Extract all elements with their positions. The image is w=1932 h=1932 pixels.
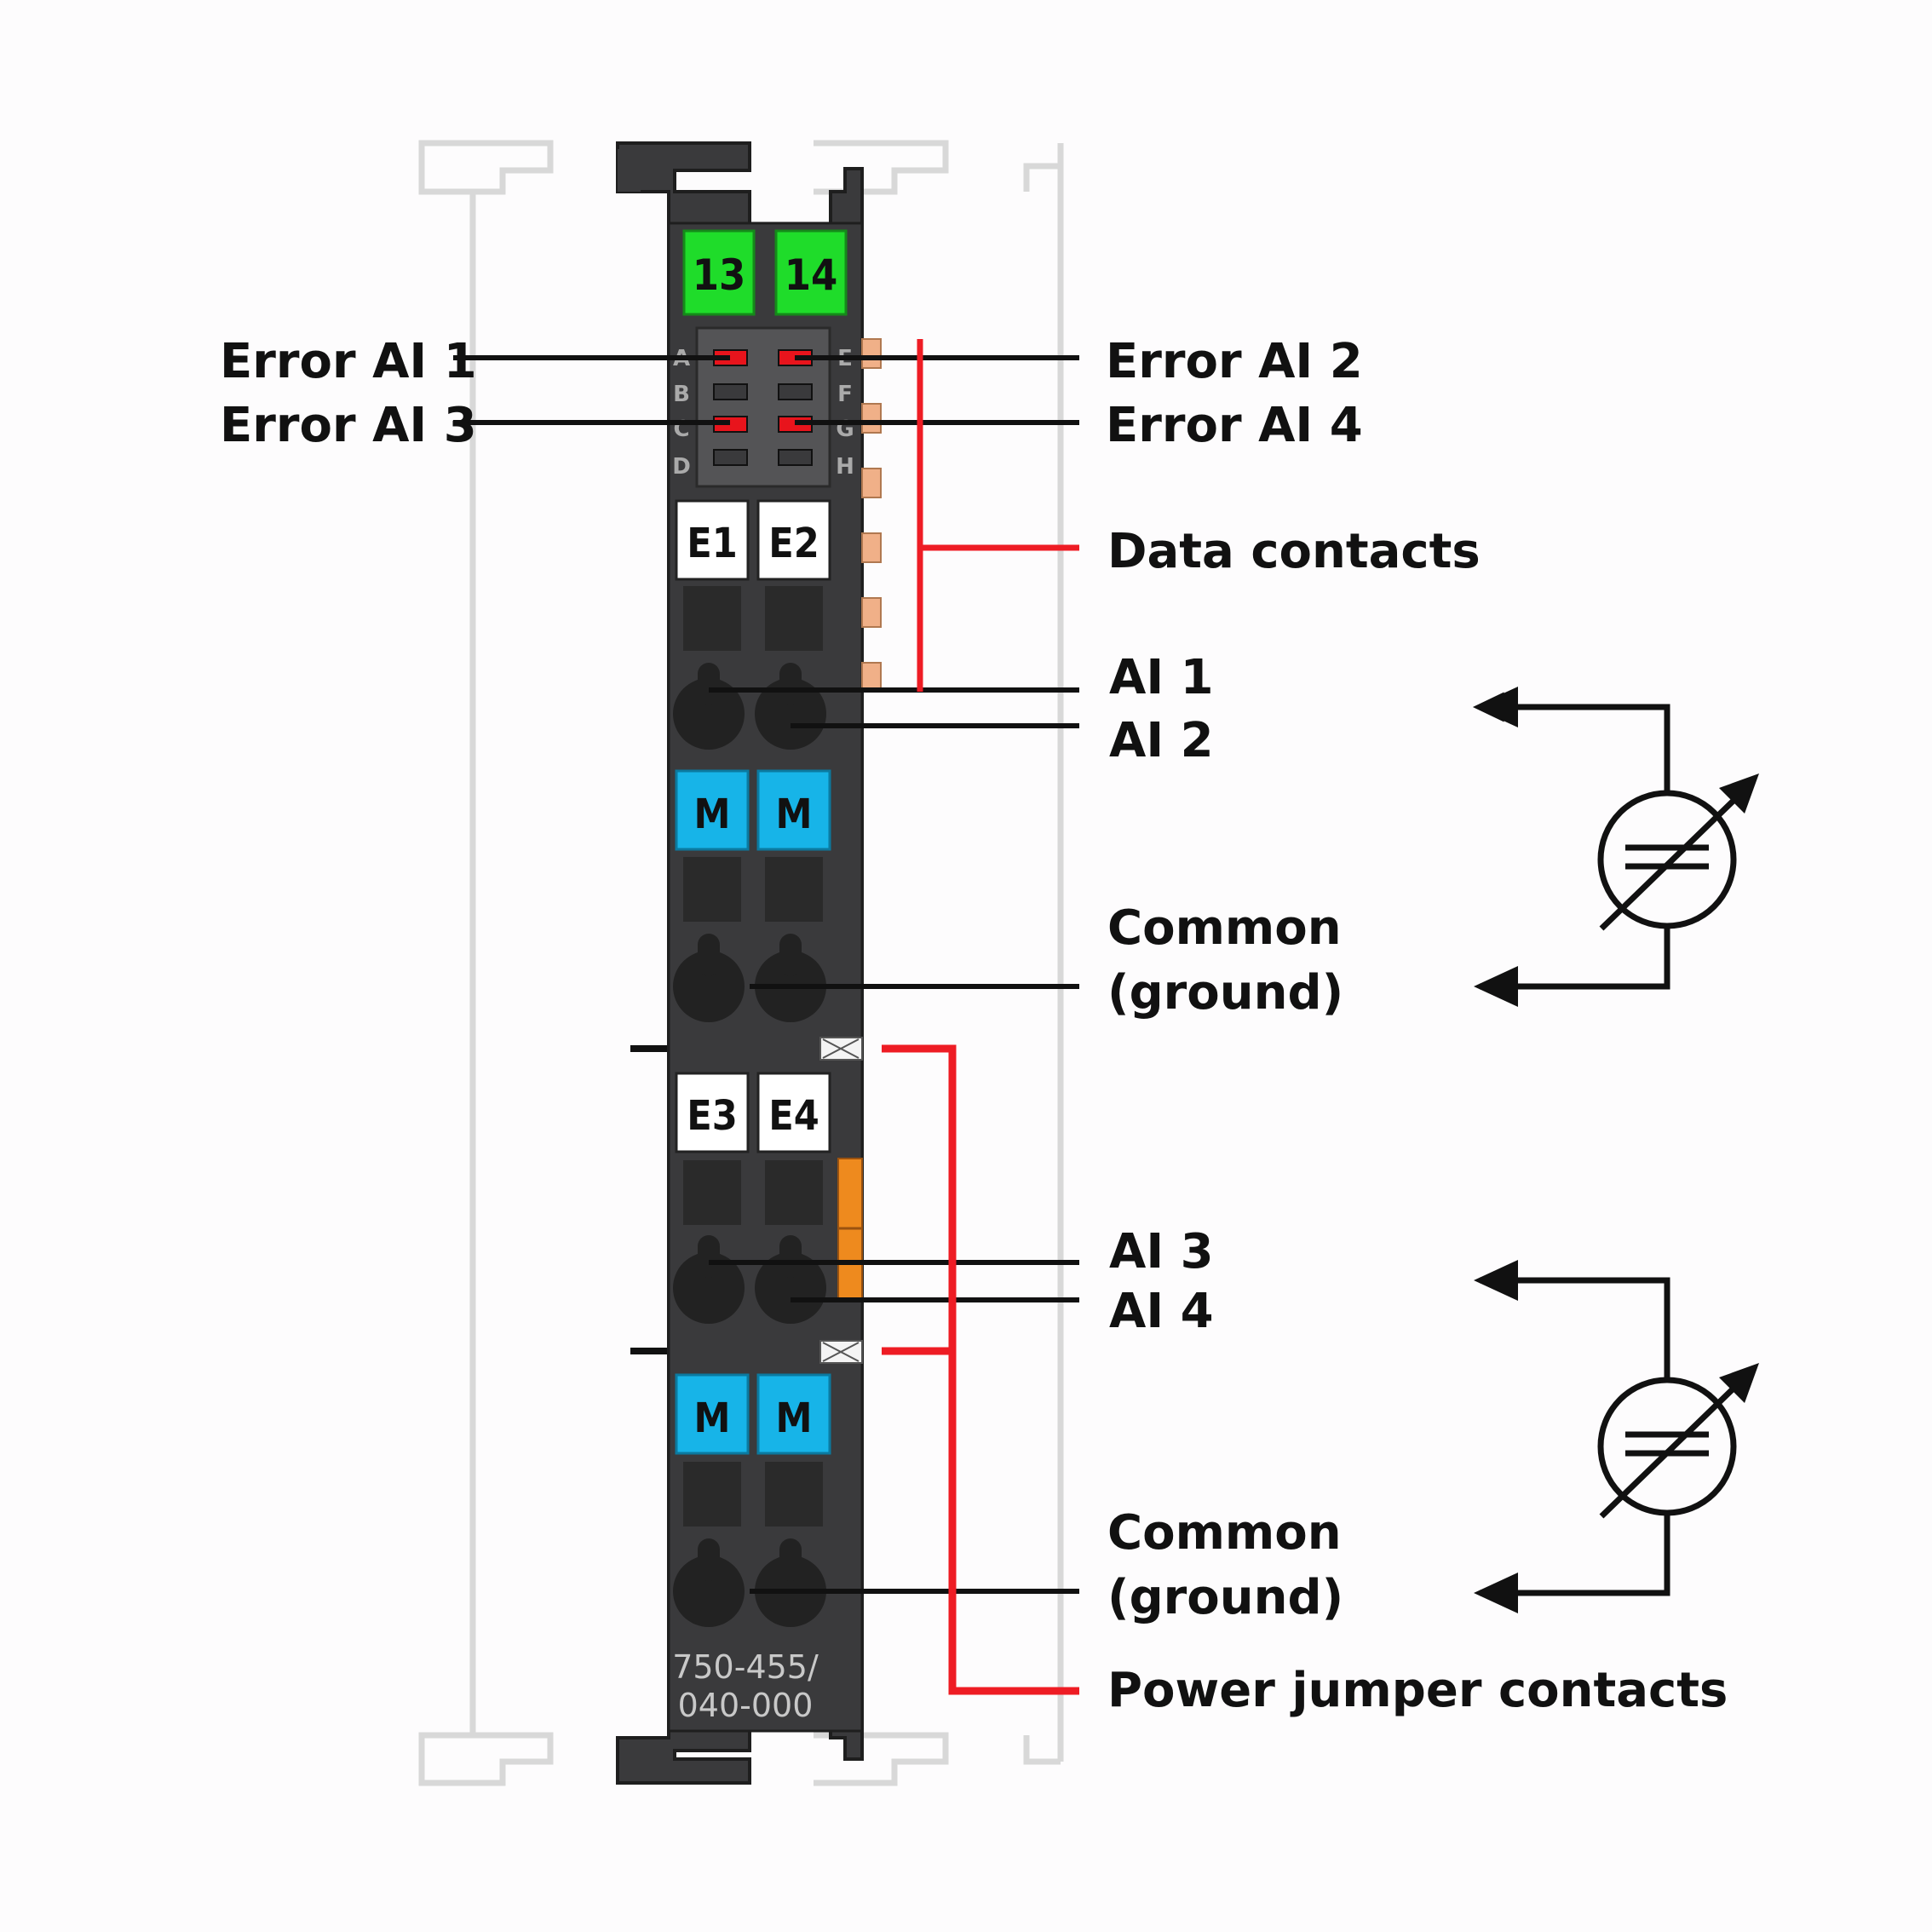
variable-capacitor-sensor-icon xyxy=(1474,1260,1759,1613)
terminal-tag-14: 14 xyxy=(785,250,838,300)
leader-lines xyxy=(453,355,1079,1594)
part-number-line2: 040-000 xyxy=(678,1687,814,1724)
label-common2-line1: Common xyxy=(1107,1505,1342,1561)
latches xyxy=(630,1037,863,1364)
tag-m2: M xyxy=(776,791,813,838)
tag-m1: M xyxy=(694,791,731,838)
callout-labels: Error AI 1 Error AI 3 Error AI 2 Error A… xyxy=(220,334,1728,1718)
label-common2-line2: (ground) xyxy=(1107,1570,1343,1625)
label-power-jumper-contacts: Power jumper contacts xyxy=(1107,1663,1728,1718)
channel-group-upper: E1 E2 xyxy=(673,499,831,750)
tag-e1: E1 xyxy=(687,520,738,567)
led-b xyxy=(713,383,748,400)
label-ai2: AI 2 xyxy=(1109,713,1214,768)
variable-capacitor-sensor-icon xyxy=(1472,687,1759,1007)
led-f xyxy=(778,383,813,400)
part-number-line1: 750-455/ xyxy=(672,1648,819,1686)
label-data-contacts: Data contacts xyxy=(1107,524,1481,579)
channel-group-lower: E3 E4 xyxy=(673,1072,863,1324)
terminal-tag-13: 13 xyxy=(693,250,746,300)
tag-m3: M xyxy=(694,1394,731,1442)
data-contacts xyxy=(861,338,882,693)
led-letter-h: H xyxy=(836,454,854,480)
terminal-tags-top: 13 14 xyxy=(682,229,848,316)
label-error-ai1: Error AI 1 xyxy=(220,334,477,389)
label-ai3: AI 3 xyxy=(1109,1224,1214,1279)
din-rail-outline xyxy=(418,140,1064,1786)
common-group-lower: M M xyxy=(673,1373,831,1627)
led-letter-d: D xyxy=(672,454,691,480)
label-error-ai2: Error AI 2 xyxy=(1106,334,1363,389)
data-contacts-bracket xyxy=(917,339,1079,692)
tag-e3: E3 xyxy=(687,1092,738,1140)
tag-m4: M xyxy=(776,1394,813,1442)
label-common1-line2: (ground) xyxy=(1107,965,1343,1021)
tag-e2: E2 xyxy=(768,520,819,567)
label-ai4: AI 4 xyxy=(1109,1284,1214,1339)
label-common1-line1: Common xyxy=(1107,900,1342,956)
led-d xyxy=(713,449,748,466)
led-letter-b: B xyxy=(673,382,690,407)
label-error-ai3: Error AI 3 xyxy=(220,398,477,453)
tag-e4: E4 xyxy=(768,1092,819,1140)
led-h xyxy=(778,449,813,466)
power-jumper-bracket xyxy=(882,1044,1079,1695)
label-ai1: AI 1 xyxy=(1109,650,1214,705)
led-panel: A B C D E F G H xyxy=(672,326,854,488)
label-error-ai4: Error AI 4 xyxy=(1106,398,1363,453)
led-letter-f: F xyxy=(837,382,853,407)
